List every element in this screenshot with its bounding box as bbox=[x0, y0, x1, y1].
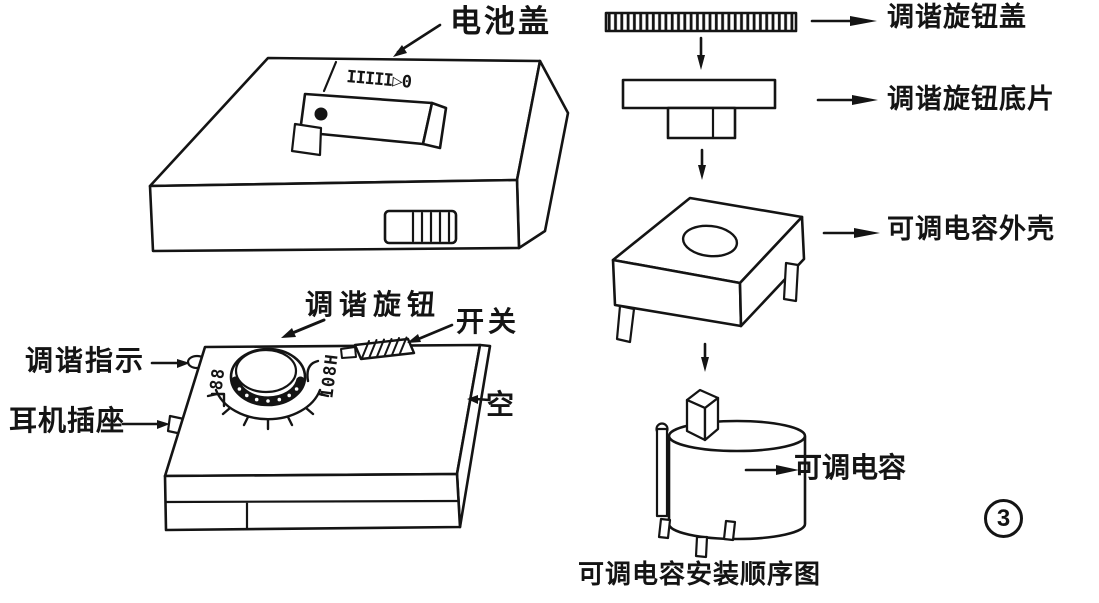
figure-number-badge: 3 bbox=[984, 499, 1023, 538]
empty-arrow bbox=[474, 397, 491, 402]
dial-arc bbox=[206, 359, 330, 431]
front-grip-ribs bbox=[383, 209, 458, 245]
down-arrow-3 bbox=[701, 342, 709, 372]
down-arrow-1 bbox=[697, 36, 705, 70]
switch-label: 开关 bbox=[456, 306, 521, 337]
box-right-face bbox=[515, 59, 570, 250]
radio-front-view-drawing bbox=[121, 318, 492, 532]
exploded-view-caption: 可调电容安装顺序图 bbox=[578, 559, 822, 589]
empty-label: 空 bbox=[486, 389, 515, 420]
knob-base-part bbox=[621, 78, 777, 140]
label-arrows bbox=[121, 318, 491, 429]
capacitor-housing-part-label: 可调电容外壳 bbox=[887, 214, 1055, 244]
part-label-arrows bbox=[744, 16, 880, 475]
variable-capacitor-part-label: 可调电容 bbox=[794, 452, 907, 483]
dial-low-bracket bbox=[210, 392, 226, 408]
power-switch bbox=[340, 336, 416, 361]
lid-crease-line bbox=[322, 60, 338, 93]
switch-arrow bbox=[414, 323, 454, 342]
dial-high-bracket bbox=[306, 359, 320, 383]
front-seam-lines bbox=[164, 499, 460, 531]
capacitor-housing-part bbox=[611, 196, 806, 344]
tuning-indicator-label: 调谐指示 bbox=[25, 345, 146, 376]
variable-capacitor-part bbox=[655, 388, 807, 559]
box-front-face bbox=[148, 178, 521, 253]
knob-cover-part bbox=[604, 11, 798, 33]
battery-cover-label: 电池盖 bbox=[450, 4, 552, 39]
earphone-jack-label: 耳机插座 bbox=[9, 405, 126, 436]
radio-top-view-drawing: IIIII▷0 bbox=[148, 23, 570, 253]
tuning-knob-arrow bbox=[288, 318, 326, 336]
tuning-knob-label: 调谐旋钮 bbox=[305, 289, 442, 320]
exploded-view-drawing bbox=[604, 11, 880, 559]
battery-cover-leader-arrow bbox=[393, 23, 442, 57]
lid-grip-dot bbox=[314, 107, 328, 121]
tuning-knob bbox=[229, 347, 307, 407]
down-arrow-2 bbox=[698, 148, 706, 180]
dial-low-mark: 88 bbox=[206, 366, 230, 392]
battery-cover-lid bbox=[290, 92, 448, 157]
knob-cover-part-label: 调谐旋钮盖 bbox=[887, 2, 1027, 32]
knob-base-part-label: 调谐旋钮底片 bbox=[887, 84, 1055, 114]
